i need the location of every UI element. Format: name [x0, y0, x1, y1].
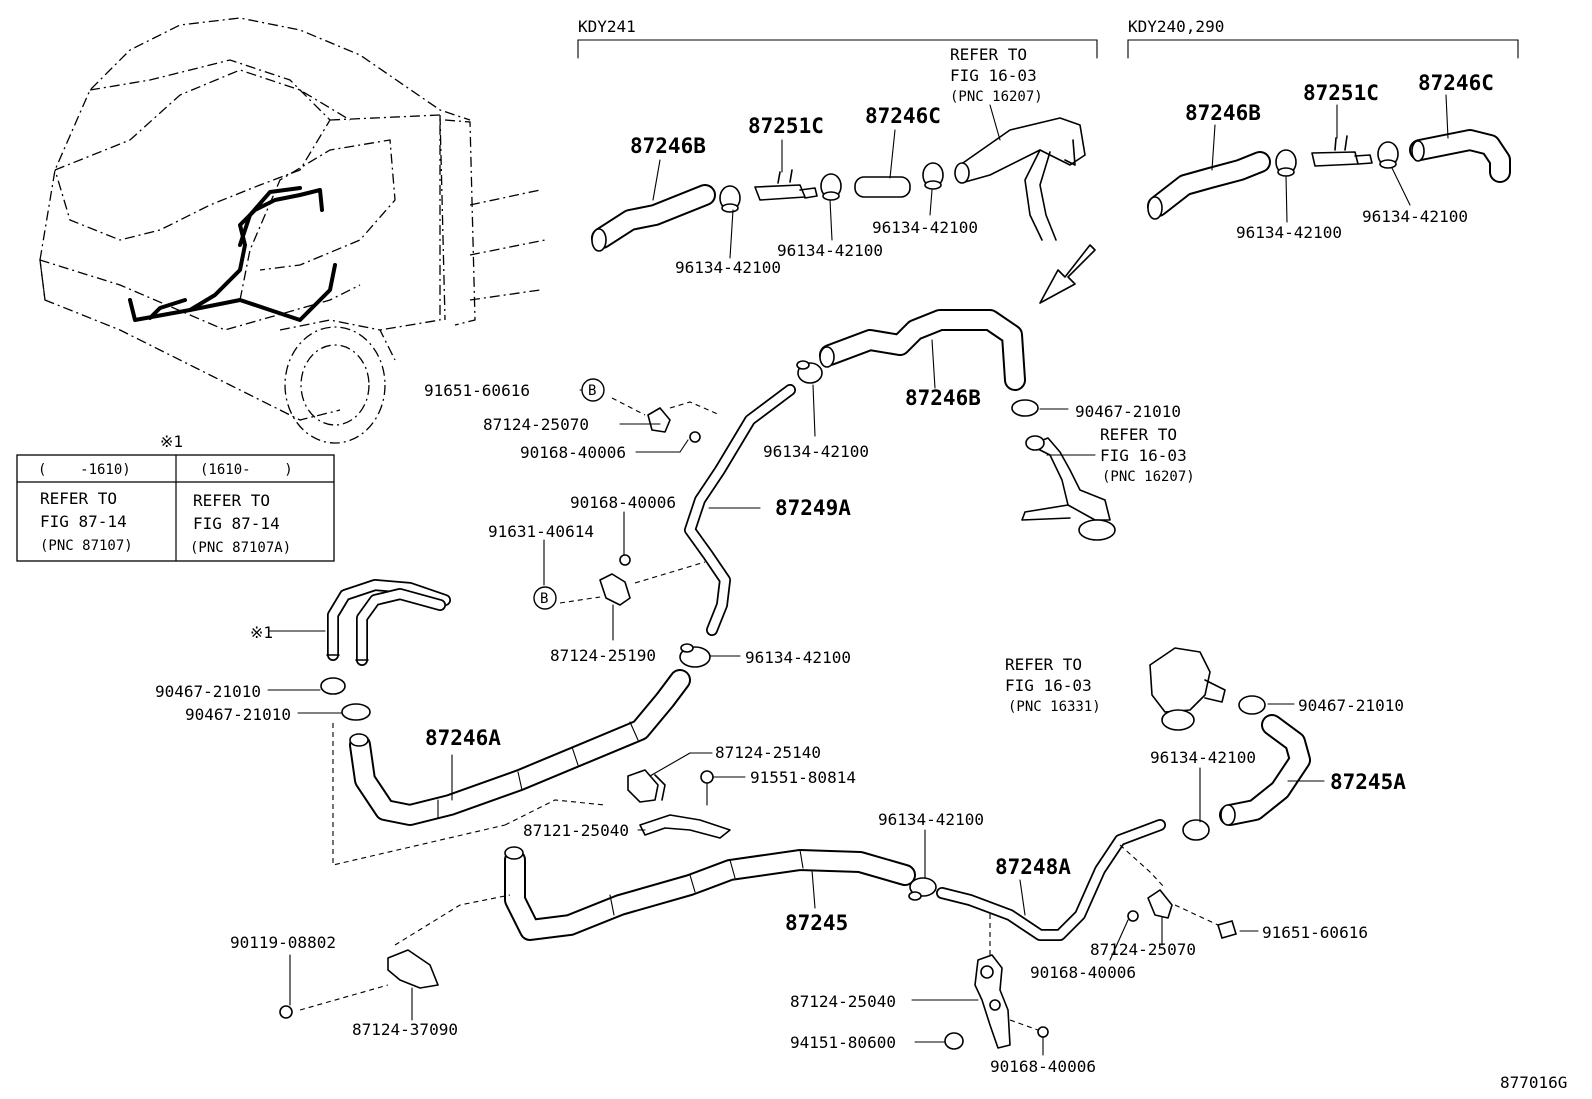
label-87246B-mid: 87246B	[905, 386, 981, 410]
range-after: (1610- )	[200, 462, 293, 478]
label-87246B-kdy240: 87246B	[1185, 101, 1261, 125]
label-90467-mid: 90467-21010	[1075, 402, 1181, 421]
label-96134-bottom-b: 96134-42100	[1150, 748, 1256, 767]
label-91631: 91631-40614	[488, 522, 594, 541]
refer-16207-line3: (PNC 16207)	[950, 89, 1043, 105]
label-87245: 87245	[785, 911, 848, 935]
vehicle-illustration	[39, 17, 546, 444]
refer-col1-line3: (PNC 87107)	[40, 538, 133, 554]
label-96134-kdy241-a: 96134-42100	[675, 258, 781, 277]
direction-arrow	[1039, 244, 1096, 304]
label-87121-25040: 87121-25040	[523, 821, 629, 840]
kdy240-assembly	[1147, 94, 1511, 223]
variant-kdy241-label: KDY241	[578, 17, 636, 36]
mark-b-2-text: B	[540, 591, 548, 607]
refer-col2-line3: (PNC 87107A)	[190, 540, 291, 556]
label-90168-a: 90168-40006	[520, 443, 626, 462]
label-87246C-kdy241: 87246C	[865, 104, 941, 128]
label-94151: 94151-80600	[790, 1033, 896, 1052]
label-87246C-kdy240: 87246C	[1418, 71, 1494, 95]
label-96134-kdy240-a: 96134-42100	[1236, 223, 1342, 242]
label-96134-mid-b: 96134-42100	[745, 648, 851, 667]
refer-16331-line3: (PNC 16331)	[1008, 699, 1101, 715]
main-hose-assembly	[543, 309, 1116, 668]
refer-col2-line1: REFER TO	[193, 491, 270, 510]
variant-kdy240-290: KDY240,290	[1127, 17, 1519, 59]
mark-b-2	[533, 586, 557, 610]
label-90467-b: 90467-21010	[185, 705, 291, 724]
label-91651-a: 91651-60616	[424, 381, 530, 400]
mark-b-1	[581, 378, 605, 402]
label-87124-25140: 87124-25140	[715, 743, 821, 762]
label-87246A: 87246A	[425, 726, 501, 750]
label-91551: 91551-80814	[750, 768, 856, 787]
bottom-hose-assembly	[279, 647, 1325, 1056]
refer-col1-line2: FIG 87-14	[40, 512, 127, 531]
label-87246B-kdy241: 87246B	[630, 134, 706, 158]
refer-16207b-line1: REFER TO	[1100, 425, 1177, 444]
label-87124-37090: 87124-37090	[352, 1020, 458, 1039]
label-96134-kdy241-b: 96134-42100	[777, 241, 883, 260]
kdy241-assembly	[591, 104, 1086, 259]
label-90168-b: 90168-40006	[570, 493, 676, 512]
label-96134-kdy241-c: 96134-42100	[872, 218, 978, 237]
range-before: ( -1610)	[38, 462, 131, 478]
label-90168-d: 90168-40006	[990, 1057, 1096, 1076]
label-87251C-kdy241: 87251C	[748, 114, 824, 138]
mark-b-1-text: B	[588, 383, 596, 399]
label-87245A: 87245A	[1330, 770, 1406, 794]
refer-col2-line2: FIG 87-14	[193, 514, 280, 533]
variant-kdy240-label: KDY240,290	[1128, 17, 1224, 36]
refer-16207-line2: FIG 16-03	[950, 66, 1037, 85]
reference-table: ※1 ( -1610) (1610- ) REFER TO FIG 87-14 …	[16, 432, 335, 562]
label-90467-c: 90467-21010	[1298, 696, 1404, 715]
label-90119: 90119-08802	[230, 933, 336, 952]
refer-16331-line2: FIG 16-03	[1005, 676, 1092, 695]
label-90467-a: 90467-21010	[155, 682, 261, 701]
refer-16207b-line3: (PNC 16207)	[1102, 469, 1195, 485]
label-star-1: ※1	[250, 623, 273, 642]
label-87124-25070-b: 87124-25070	[1090, 940, 1196, 959]
variant-kdy241: KDY241	[577, 17, 1098, 59]
heater-pipes	[267, 579, 746, 866]
label-87124-25040: 87124-25040	[790, 992, 896, 1011]
refer-16207b-line2: FIG 16-03	[1100, 446, 1187, 465]
figure-id: 877016G	[1500, 1073, 1567, 1092]
refer-col1-line1: REFER TO	[40, 489, 117, 508]
label-87124-25070-a: 87124-25070	[483, 415, 589, 434]
label-96134-kdy240-b: 96134-42100	[1362, 207, 1468, 226]
label-96134-bottom-a: 96134-42100	[878, 810, 984, 829]
label-87251C-kdy240: 87251C	[1303, 81, 1379, 105]
refer-16207-line1: REFER TO	[950, 45, 1027, 64]
label-87124-25190: 87124-25190	[550, 646, 656, 665]
reference-table-mark: ※1	[160, 432, 183, 451]
label-96134-mid-a: 96134-42100	[763, 442, 869, 461]
label-87249A: 87249A	[775, 496, 851, 520]
label-91651-b: 91651-60616	[1262, 923, 1368, 942]
label-90168-c: 90168-40006	[1030, 963, 1136, 982]
label-87248A: 87248A	[995, 855, 1071, 879]
refer-16331-line1: REFER TO	[1005, 655, 1082, 674]
